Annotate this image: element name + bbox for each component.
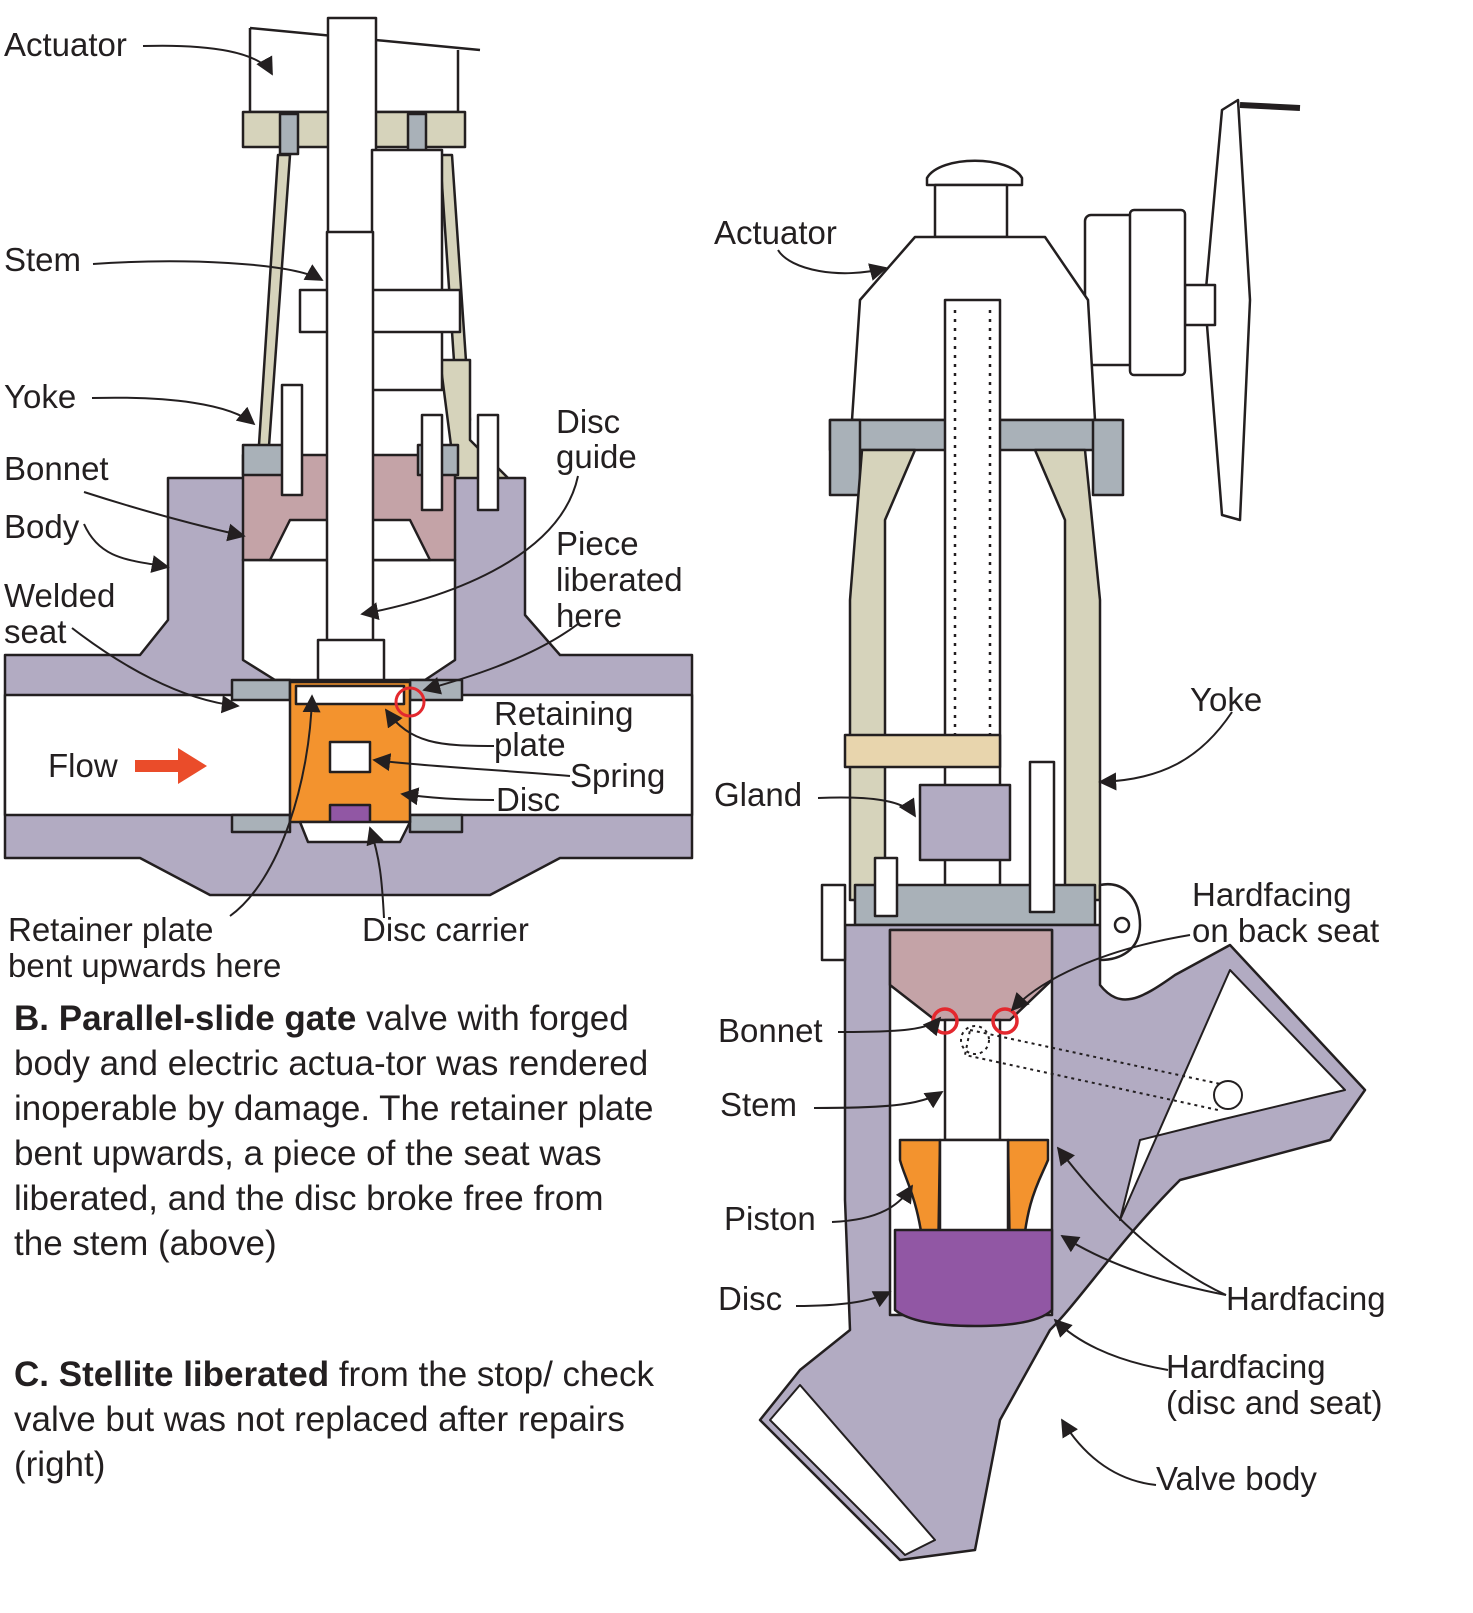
label-retainer-bent: Retainer plate bent upwards here <box>8 911 281 984</box>
label-disc-carrier: Disc carrier <box>362 911 529 948</box>
label-gate-bonnet: Bonnet <box>4 450 109 487</box>
gate-retaining-plate <box>294 684 406 706</box>
label-gate-body: Body <box>4 508 80 545</box>
label-gate-actuator: Actuator <box>4 26 127 63</box>
caption-b-heading: B. Parallel-slide gate <box>14 999 357 1038</box>
label-bonnet: Bonnet <box>718 1012 823 1049</box>
gate-liberated-marker <box>394 686 426 718</box>
actuator-dome <box>925 159 1024 187</box>
label-gate-disc: Disc <box>496 781 560 818</box>
label-hardfacing-disc-seat: Hardfacing (disc and seat) <box>1166 1348 1382 1421</box>
gate-stem <box>325 230 375 644</box>
caption-c: C. Stellite liberated from the stop/ che… <box>14 1352 654 1487</box>
label-actuator: Actuator <box>714 214 837 251</box>
label-hardfacing-back-seat: Hardfacing on back seat <box>1192 876 1379 949</box>
caption-c-text: from the stop/ check valve but was not r… <box>14 1355 654 1484</box>
caption-c-heading: C. Stellite liberated <box>14 1355 330 1394</box>
back-seat-marker-right <box>991 1007 1019 1035</box>
gland-follower <box>843 733 1002 769</box>
gate-spring <box>328 740 372 774</box>
check-arm-dotted <box>964 1029 1226 1111</box>
gland <box>918 783 1012 862</box>
label-piece-liberated: Piece liberated here <box>556 525 692 634</box>
label-hardfacing: Hardfacing <box>1226 1280 1386 1317</box>
label-spring: Spring <box>570 757 665 794</box>
gate-disc-carrier <box>328 803 372 825</box>
caption-b-text: valve with forged body and electric actu… <box>14 999 654 1263</box>
gate-valve-figure <box>3 16 694 897</box>
handwheel <box>1203 98 1252 522</box>
gate-upper-stem <box>326 16 378 240</box>
label-gate-yoke: Yoke <box>4 378 76 415</box>
label-valve-body: Valve body <box>1156 1460 1317 1497</box>
label-yoke: Yoke <box>1190 681 1262 718</box>
gate-coupling <box>298 288 462 334</box>
label-gate-stem: Stem <box>4 241 81 278</box>
caption-b: B. Parallel-slide gate valve with forged… <box>14 996 654 1266</box>
label-disc: Disc <box>718 1280 782 1317</box>
label-flow: Flow <box>48 747 118 784</box>
gate-leaders <box>71 44 579 919</box>
stop-check-leaders <box>777 249 1233 1486</box>
label-retaining-plate: Retaining plate <box>494 695 643 763</box>
label-gland: Gland <box>714 776 802 813</box>
label-disc-guide: Disc guide <box>556 403 637 475</box>
stop-check-valve-figure <box>758 98 1367 1562</box>
label-gate-welded-seat: Welded seat <box>4 577 124 650</box>
label-piston: Piston <box>724 1200 816 1237</box>
flow-arrow <box>135 748 207 784</box>
label-stem: Stem <box>720 1086 797 1123</box>
disc <box>893 1228 1054 1328</box>
